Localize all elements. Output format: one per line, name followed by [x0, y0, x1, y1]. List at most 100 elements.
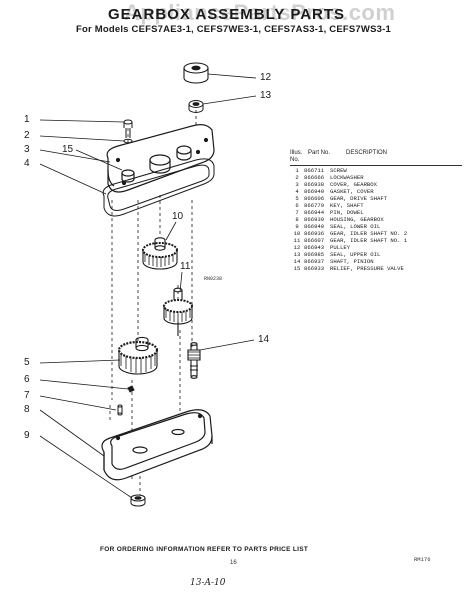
pinion-shaft-part	[187, 342, 201, 379]
cell-part: 866936	[304, 230, 325, 237]
callout-4: 4	[24, 158, 30, 169]
cell-part: 866944	[304, 209, 325, 216]
header-illus-no: Illus. No.	[290, 150, 303, 163]
diagram-code: RN0238	[204, 276, 223, 282]
callout-2: 2	[24, 130, 30, 141]
upper-oil-seal-part	[188, 100, 204, 113]
header-rule	[290, 165, 462, 166]
table-row: 4 866940 GASKET, COVER	[290, 188, 462, 195]
cell-no: 2	[295, 174, 299, 181]
cell-part: 866607	[304, 237, 325, 244]
pulley-part	[183, 62, 209, 84]
cell-no: 5	[295, 195, 299, 202]
screw-part	[123, 119, 133, 138]
callout-1: 1	[24, 114, 30, 125]
cell-desc: PIN, DOWEL	[330, 209, 364, 216]
callout-12: 12	[260, 72, 272, 83]
dowel-pin-part	[117, 404, 123, 416]
cell-desc: GEAR, IDLER SHAFT NO. 2	[330, 230, 408, 237]
callout-8: 8	[24, 404, 30, 415]
cell-no: 3	[295, 181, 299, 188]
handwritten-note: 13-A-10	[190, 578, 226, 588]
models-subtitle: For Models CEFS7AE3-1, CEFS7WE3-1, CEFS7…	[76, 24, 391, 35]
cell-no: 13	[293, 251, 301, 258]
cell-part: 866711	[304, 167, 325, 174]
shaft-key-part	[127, 385, 135, 393]
parts-table-header: Illus. No. Part No. DESCRIPTION	[290, 150, 462, 164]
cell-desc: SEAL, LOWER OIL	[330, 223, 381, 230]
cell-no: 9	[295, 223, 299, 230]
cell-desc: KEY, SHAFT	[330, 202, 364, 209]
callout-9: 9	[24, 430, 30, 441]
callout-13: 13	[260, 90, 272, 101]
idler-gear-no1-part	[163, 287, 193, 336]
cell-desc: SHAFT, PINION	[330, 258, 374, 265]
cell-part: 866937	[304, 258, 325, 265]
callout-7: 7	[24, 390, 30, 401]
cell-desc: SCREW	[330, 167, 347, 174]
cell-no: 7	[295, 209, 299, 216]
cell-part: 866666	[304, 174, 325, 181]
cell-desc: PULLEY	[330, 244, 351, 251]
callout-15: 15	[62, 144, 74, 155]
cell-part: 866940	[304, 188, 325, 195]
cell-desc: RELIEF, PRESSURE VALVE	[330, 265, 404, 272]
cell-no: 1	[295, 167, 299, 174]
cell-part: 866939	[304, 216, 325, 223]
table-row: 2 866666 LOCKWASHER	[290, 174, 462, 181]
watermark-text: AppliancePartsPros.com	[124, 0, 396, 25]
table-row: 6 866779 KEY, SHAFT	[290, 202, 462, 209]
callout-3: 3	[24, 144, 30, 155]
header-part-no: Part No.	[308, 150, 331, 156]
cell-no: 11	[293, 237, 301, 244]
cell-desc: SEAL, UPPER OIL	[330, 251, 381, 258]
page-number: 16	[230, 560, 237, 566]
page-reference: RM176	[414, 556, 431, 563]
cell-no: 12	[293, 244, 301, 251]
cell-no: 4	[295, 188, 299, 195]
table-row: 9 866940 SEAL, LOWER OIL	[290, 223, 462, 230]
header-description: DESCRIPTION	[346, 150, 388, 156]
cell-no: 15	[293, 265, 301, 272]
cell-part: 866606	[304, 195, 325, 202]
table-row: 5 866606 GEAR, DRIVE SHAFT	[290, 195, 462, 202]
cell-desc: GASKET, COVER	[330, 188, 374, 195]
idler-gear-no2-part	[142, 237, 178, 270]
ordering-note: FOR ORDERING INFORMATION REFER TO PARTS …	[100, 546, 309, 553]
cell-desc: HOUSING, GEARBOX	[330, 216, 384, 223]
cover-gasket-part	[102, 158, 215, 217]
table-row: 1 866711 SCREW	[290, 167, 462, 174]
gearbox-cover-part	[106, 124, 215, 193]
cell-no: 14	[293, 258, 301, 265]
drive-shaft-gear-part	[117, 336, 159, 375]
cell-desc: GEAR, DRIVE SHAFT	[330, 195, 388, 202]
callout-11: 11	[180, 261, 191, 272]
cell-desc: LOCKWASHER	[330, 174, 364, 181]
callout-14: 14	[258, 334, 270, 345]
cell-desc: GEAR, IDLER SHAFT NO. 1	[330, 237, 408, 244]
lower-oil-seal-part	[130, 494, 146, 507]
cell-no: 6	[295, 202, 299, 209]
page-title: GEARBOX ASSEMBLY PARTS	[108, 6, 346, 23]
gearbox-housing-part	[101, 409, 213, 481]
callout-10: 10	[172, 211, 184, 222]
table-row: 7 866944 PIN, DOWEL	[290, 209, 462, 216]
cell-part: 866985	[304, 251, 325, 258]
cell-part: 866943	[304, 244, 325, 251]
cell-part: 866779	[304, 202, 325, 209]
callout-6: 6	[24, 374, 30, 385]
cell-part: 866940	[304, 223, 325, 230]
callout-5: 5	[24, 357, 30, 368]
callout-leaders	[39, 73, 257, 499]
